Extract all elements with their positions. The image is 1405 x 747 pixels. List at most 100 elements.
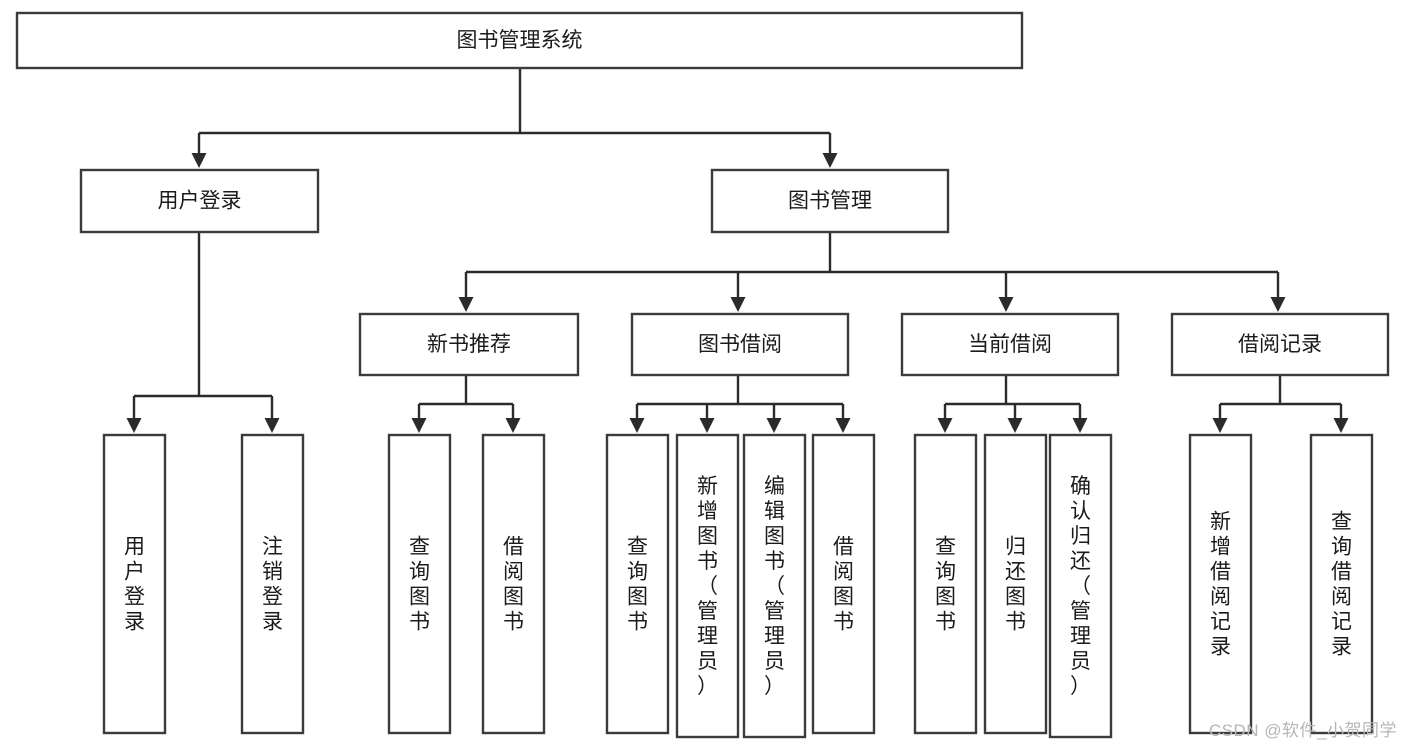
connector-arrow <box>730 272 746 312</box>
node-leaf-query-book-2[interactable]: 查询图书 <box>605 433 670 735</box>
node-box-leaf[interactable] <box>102 433 167 735</box>
node-label: 归还图书 <box>1005 536 1026 634</box>
connector-arrow <box>822 133 838 168</box>
arrow-head-icon <box>1072 418 1088 433</box>
node-label: 新增借阅记录 <box>1210 511 1231 659</box>
arrow-head-icon <box>937 418 953 433</box>
node-box-level2[interactable] <box>630 312 850 377</box>
node-box-level1[interactable] <box>79 168 320 234</box>
node-box-leaf[interactable] <box>983 433 1048 735</box>
node-leaf-borrow-book-1[interactable]: 借阅图书 <box>481 433 546 735</box>
node-label: 确认归还（管理员） <box>1070 475 1091 698</box>
node-layer: 图书管理系统用户登录图书管理新书推荐图书借阅当前借阅借阅记录用户登录注销登录查询… <box>15 11 1390 739</box>
connector-arrow <box>998 272 1014 312</box>
node-leaf-borrow-book-2[interactable]: 借阅图书 <box>811 433 876 735</box>
arrow-head-icon <box>505 418 521 433</box>
arrow-head-icon <box>835 418 851 433</box>
node-label: 查询图书 <box>409 536 430 634</box>
node-leaf-user-login[interactable]: 用户登录 <box>102 433 167 735</box>
node-leaf-query-book-3[interactable]: 查询图书 <box>913 433 978 735</box>
connector-arrow <box>835 404 851 433</box>
connector-arrow <box>1007 404 1023 433</box>
node-leaf-return-book[interactable]: 归还图书 <box>983 433 1048 735</box>
connector-layer <box>126 68 1349 433</box>
arrow-head-icon <box>699 418 715 433</box>
node-leaf-add-record[interactable]: 新增借阅记录 <box>1188 433 1253 735</box>
node-label: 图书借阅 <box>698 333 782 356</box>
connector-arrow <box>191 133 207 168</box>
node-box-leaf[interactable] <box>240 433 305 735</box>
arrow-head-icon <box>411 418 427 433</box>
node-book-borrow[interactable]: 图书借阅 <box>630 312 850 377</box>
node-label: 借阅图书 <box>833 536 854 634</box>
connector-arrow <box>766 404 782 433</box>
arrow-head-icon <box>126 418 142 433</box>
node-leaf-add-book[interactable]: 新增图书（管理员） <box>675 433 740 739</box>
node-box-leaf[interactable] <box>675 433 740 739</box>
node-label: 查询图书 <box>935 536 956 634</box>
node-box-level2[interactable] <box>900 312 1120 377</box>
node-label: 查询图书 <box>627 536 648 634</box>
node-box-leaf[interactable] <box>1188 433 1253 735</box>
arrow-head-icon <box>264 418 280 433</box>
node-box-leaf[interactable] <box>913 433 978 735</box>
arrow-head-icon <box>629 418 645 433</box>
connector-arrow <box>629 404 645 433</box>
connector-arrow <box>1212 404 1228 433</box>
node-box-leaf[interactable] <box>811 433 876 735</box>
node-box-level1[interactable] <box>710 168 950 234</box>
connector-arrow <box>458 272 474 312</box>
arrow-head-icon <box>998 297 1014 312</box>
node-box-leaf[interactable] <box>1309 433 1374 735</box>
arrow-head-icon <box>1007 418 1023 433</box>
node-box-level2[interactable] <box>1170 312 1390 377</box>
connector-arrow <box>264 396 280 433</box>
node-box-leaf[interactable] <box>1048 433 1113 739</box>
connector-arrow <box>699 404 715 433</box>
node-current-borrow[interactable]: 当前借阅 <box>900 312 1120 377</box>
node-box-leaf[interactable] <box>481 433 546 735</box>
node-book-manage[interactable]: 图书管理 <box>710 168 950 234</box>
node-root[interactable]: 图书管理系统 <box>15 11 1024 70</box>
arrow-head-icon <box>1270 297 1286 312</box>
node-leaf-logout[interactable]: 注销登录 <box>240 433 305 735</box>
node-user-login[interactable]: 用户登录 <box>79 168 320 234</box>
arrow-head-icon <box>1212 418 1228 433</box>
connector-arrow <box>1270 272 1286 312</box>
connector-arrow <box>411 404 427 433</box>
connector-arrow <box>505 404 521 433</box>
node-label: 借阅图书 <box>503 536 524 634</box>
arrow-head-icon <box>191 153 207 168</box>
node-leaf-query-record[interactable]: 查询借阅记录 <box>1309 433 1374 735</box>
node-box-leaf[interactable] <box>605 433 670 735</box>
node-new-book-recommend[interactable]: 新书推荐 <box>358 312 580 377</box>
node-label: 用户登录 <box>124 536 145 634</box>
watermark-label: CSDN @软件_小贺同学 <box>1208 721 1397 740</box>
node-label: 查询借阅记录 <box>1331 511 1352 659</box>
arrow-head-icon <box>766 418 782 433</box>
node-label: 注销登录 <box>262 536 283 634</box>
node-label: 编辑图书（管理员） <box>764 475 785 698</box>
node-label: 图书管理 <box>788 190 872 213</box>
node-borrow-record[interactable]: 借阅记录 <box>1170 312 1390 377</box>
arrow-head-icon <box>458 297 474 312</box>
connector-arrow <box>126 396 142 433</box>
node-label: 新增图书（管理员） <box>697 475 718 698</box>
node-label: 新书推荐 <box>427 333 511 356</box>
node-box-leaf[interactable] <box>742 433 807 739</box>
node-leaf-query-book-1[interactable]: 查询图书 <box>387 433 452 735</box>
node-label: 用户登录 <box>158 190 242 213</box>
arrow-head-icon <box>1333 418 1349 433</box>
connector-arrow <box>1333 404 1349 433</box>
arrow-head-icon <box>822 153 838 168</box>
node-box-leaf[interactable] <box>387 433 452 735</box>
node-leaf-confirm-return[interactable]: 确认归还（管理员） <box>1048 433 1113 739</box>
node-leaf-edit-book[interactable]: 编辑图书（管理员） <box>742 433 807 739</box>
node-box-level2[interactable] <box>358 312 580 377</box>
connector-arrow <box>1072 404 1088 433</box>
connector-arrow <box>937 404 953 433</box>
node-box-root[interactable] <box>15 11 1024 70</box>
node-label: 图书管理系统 <box>457 29 583 52</box>
arrow-head-icon <box>730 297 746 312</box>
